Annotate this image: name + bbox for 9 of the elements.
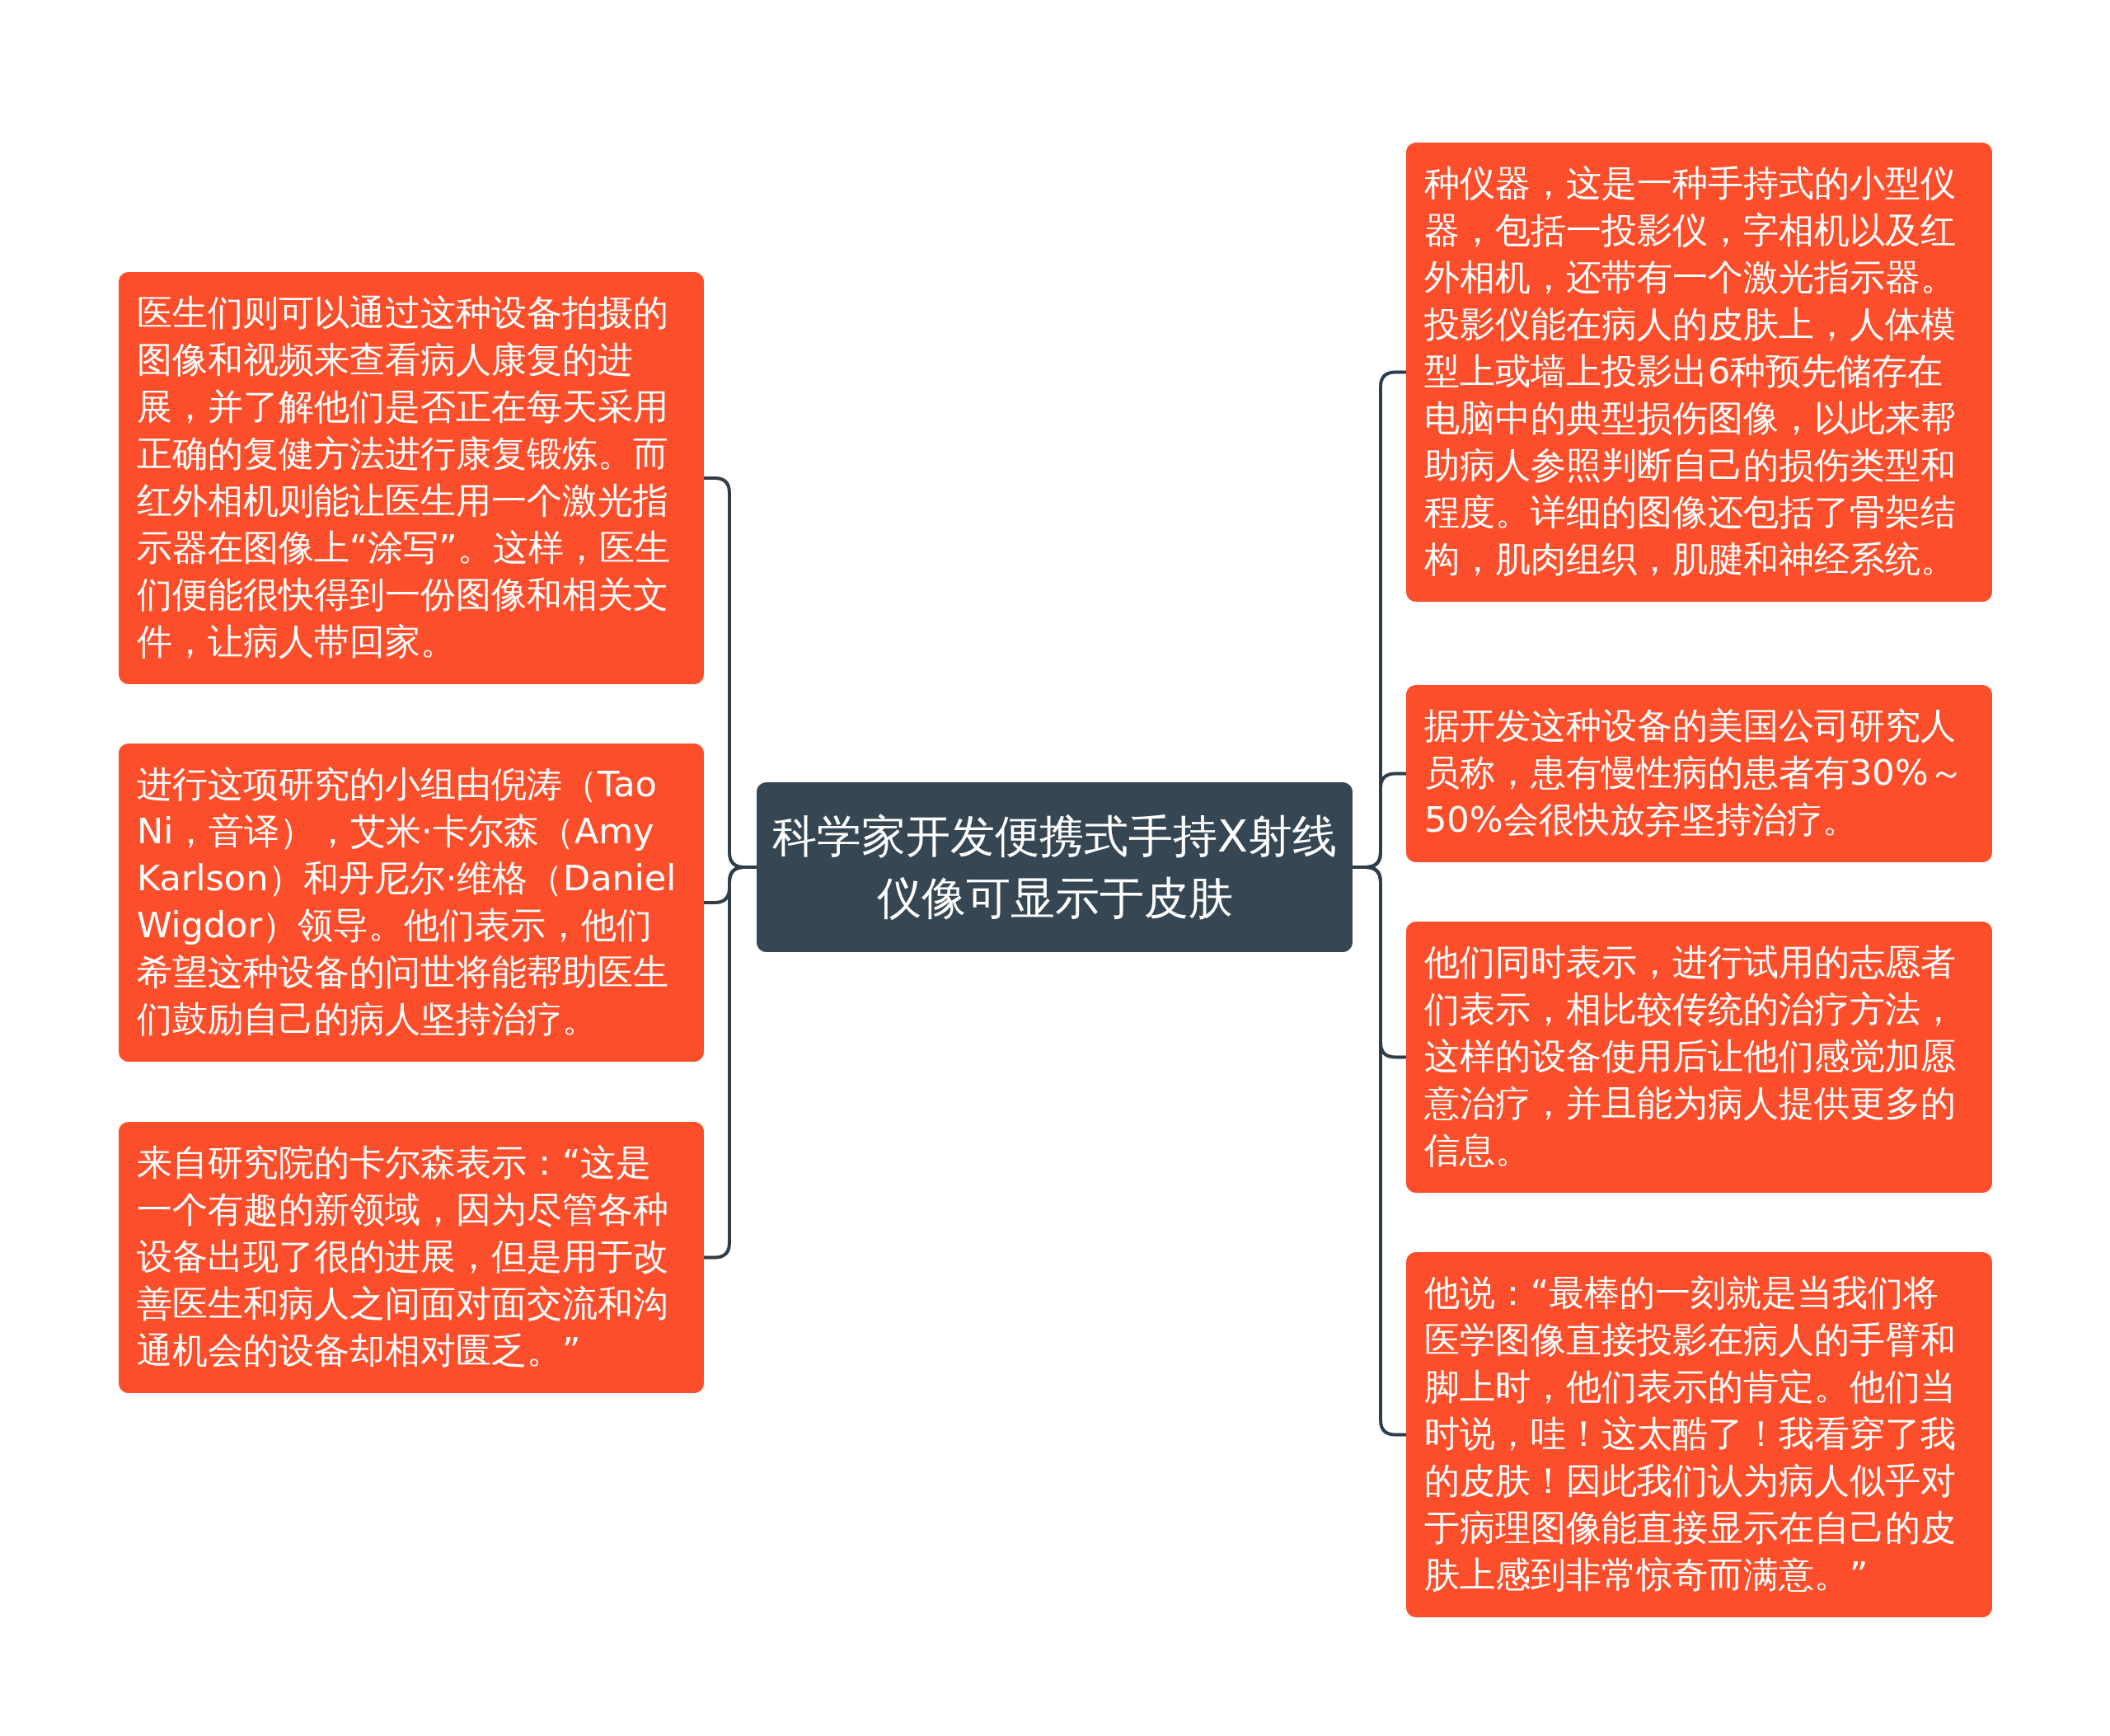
- topic-box: 种仪器，这是一种手持式的小型仪器，包括一投影仪，字相机以及红外相机，还带有一个激光指示器。投影仪能在病人的皮肤上，人体模型上或墙上投影出6种预先储存在电脑中的典型损伤图像，以此来帮助病人参照判断自己的损伤类型和程度。详细的图像还包括了骨架结构，肌肉组织，肌腱和神经系统。: [1406, 143, 1992, 602]
- topic-box: 他们同时表示，进行试用的志愿者们表示，相比较传统的治疗方法，这样的设备使用后让他们感觉加愿意治疗，并且能为病人提供更多的信息。: [1406, 922, 1992, 1193]
- topic-box: 据开发这种设备的美国公司研究人员称，患有慢性病的患者有30%～50%会很快放弃坚持治疗。: [1406, 685, 1992, 862]
- topic-box: 来自研究院的卡尔森表示：“这是一个有趣的新领域，因为尽管各种设备出现了很的进展，但是用于改善医生和病人之间面对面交流和沟通机会的设备却相对匮乏。”: [119, 1122, 704, 1393]
- topic-box: 医生们则可以通过这种设备拍摄的图像和视频来查看病人康复的进展，并了解他们是否正在每天采用正确的复健方法进行康复锻炼。而红外相机则能让医生用一个激光指示器在图像上“涂写”。这样，医生们便能很快得到一份图像和相关文件，让病人带回家。: [119, 272, 704, 684]
- central-topic-box: 科学家开发便携式手持X射线仪像可显示于皮肤: [757, 782, 1353, 952]
- topic-box: 进行这项研究的小组由倪涛（Tao Ni，音译），艾米·卡尔森（Amy Karlson）和丹尼尔·维格（Daniel Wigdor）领导。他们表示，他们希望这种设备的问世将能帮助医生们鼓励自己的病人坚持治疗。: [119, 744, 704, 1062]
- connector-line: [704, 866, 757, 1260]
- topic-box: 他说：“最棒的一刻就是当我们将医学图像直接投影在病人的手臂和脚上时，他们表示的肯定。他们当时说，哇！这太酷了！我看穿了我的皮肤！因此我们认为病人似乎对于病理图像能直接显示在自己的皮肤上感到非常惊奇而满意。”: [1406, 1252, 1992, 1617]
